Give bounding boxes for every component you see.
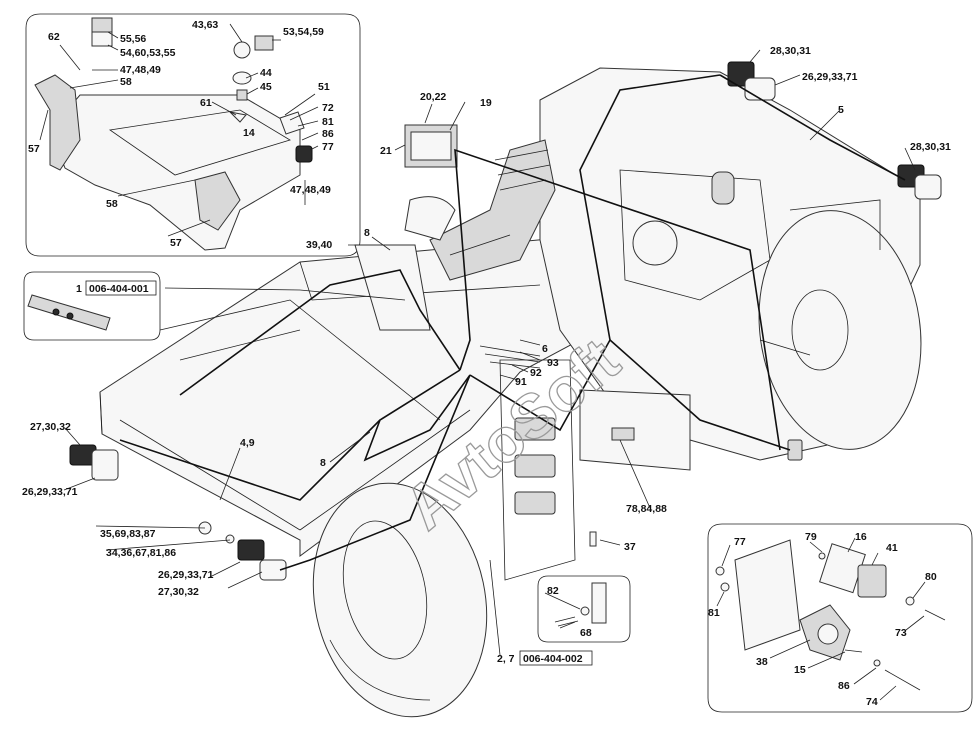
label-62: 62: [48, 31, 60, 43]
label-51: 51: [318, 81, 330, 93]
reference-001-code: 006-404-001: [89, 283, 149, 295]
label-28-30-31-a: 28,30,31: [770, 45, 811, 57]
label-47-48-49-b: 47,48,49: [290, 184, 331, 196]
reference-002-code: 006-404-002: [523, 653, 583, 665]
detail-box-bolt: [537, 575, 631, 643]
detail-box-harness: [23, 271, 161, 341]
wiring-harness: [119, 74, 906, 571]
label-37: 37: [624, 541, 636, 553]
bolt-detail: [554, 582, 607, 627]
dashboard-detail: [34, 17, 313, 251]
label-38: 38: [756, 656, 768, 668]
label-78-84-88: 78,84,88: [626, 503, 667, 515]
label-14: 14: [243, 127, 255, 139]
label-41: 41: [886, 542, 898, 554]
part-labels: 62 55,56 54,60,53,55 47,48,49 58 57 58 5…: [22, 19, 951, 708]
label-53-54-59: 53,54,59: [283, 26, 324, 38]
label-81-a: 81: [322, 116, 334, 128]
label-80: 80: [925, 571, 937, 583]
label-45: 45: [260, 81, 272, 93]
label-21: 21: [380, 145, 392, 157]
label-27-30-32-b: 27,30,32: [158, 586, 199, 598]
label-27-30-32-a: 27,30,32: [30, 421, 71, 433]
label-74: 74: [866, 696, 878, 708]
label-35-69-83-87: 35,69,83,87: [100, 528, 156, 540]
label-68: 68: [580, 627, 592, 639]
label-61: 61: [200, 97, 212, 109]
label-19: 19: [480, 97, 492, 109]
label-26-29-33-71-c: 26,29,33,71: [158, 569, 214, 581]
label-86-a: 86: [322, 128, 334, 140]
label-79: 79: [805, 531, 817, 543]
label-57-b: 57: [170, 237, 182, 249]
label-82: 82: [547, 585, 559, 597]
label-55-56: 55,56: [120, 33, 146, 45]
label-39-40: 39,40: [306, 239, 332, 251]
label-6: 6: [542, 343, 548, 355]
reference-001-prefix: 1: [76, 283, 82, 295]
detail-box-dashboard: [25, 13, 361, 257]
label-43-63: 43,63: [192, 19, 218, 31]
label-26-29-33-71-a: 26,29,33,71: [802, 71, 858, 83]
label-57-a: 57: [28, 143, 40, 155]
label-5: 5: [838, 104, 844, 116]
label-15: 15: [794, 664, 806, 676]
label-26-29-33-71-b: 26,29,33,71: [22, 486, 78, 498]
detail-box-rotary-switch: [707, 523, 973, 713]
label-86-b: 86: [838, 680, 850, 692]
label-73: 73: [895, 627, 907, 639]
rotary-switch-detail: [715, 539, 946, 691]
label-91: 91: [515, 376, 527, 388]
reference-001: 1 006-404-001: [27, 280, 157, 331]
label-8-b: 8: [320, 457, 326, 469]
label-92: 92: [530, 367, 542, 379]
label-28-30-31-b: 28,30,31: [910, 141, 951, 153]
label-8-a: 8: [364, 227, 370, 239]
label-58-a: 58: [120, 76, 132, 88]
label-72: 72: [322, 102, 334, 114]
label-58-b: 58: [106, 198, 118, 210]
label-47-48-49-a: 47,48,49: [120, 64, 161, 76]
leader-lines: [39, 23, 926, 701]
label-54-60-53-55: 54,60,53,55: [120, 47, 176, 59]
label-93: 93: [547, 357, 559, 369]
label-4-9: 4,9: [240, 437, 255, 449]
label-20-22: 20,22: [420, 91, 446, 103]
label-44: 44: [260, 67, 272, 79]
label-34-36-67-81-86: 34,36,67,81,86: [106, 547, 176, 559]
label-77-b: 77: [734, 536, 746, 548]
label-77-a: 77: [322, 141, 334, 153]
label-81-b: 81: [708, 607, 720, 619]
label-16: 16: [855, 531, 867, 543]
reference-002: 2, 7 006-404-002: [497, 650, 593, 666]
reference-002-prefix: 2, 7: [497, 653, 515, 665]
